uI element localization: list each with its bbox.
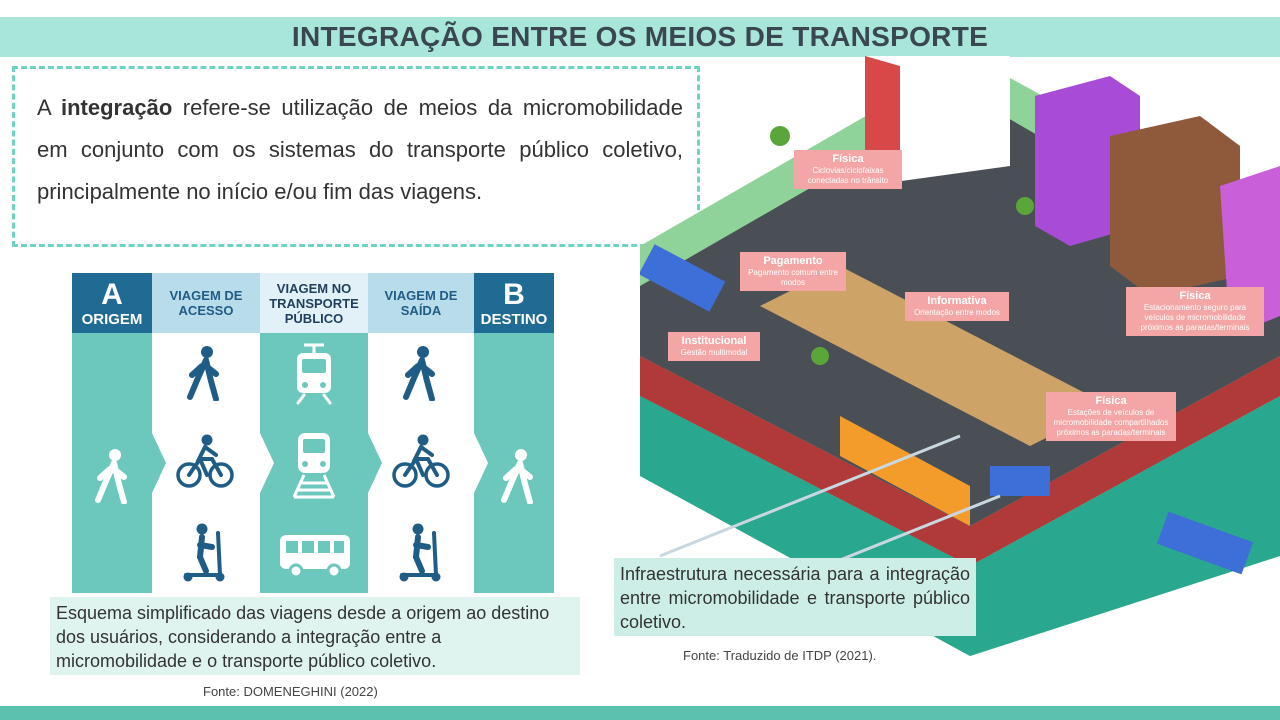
callout-physical-parking: Física Estacionamento seguro para veícul… [1126,287,1264,336]
callout-title: Física [832,153,864,165]
pedestrian-icon [501,449,533,504]
callout-title: Informativa [927,295,987,307]
diagram-source: Fonte: DOMENEGHINI (2022) [203,684,378,699]
pedestrian-icon [187,346,219,401]
title-band: INTEGRAÇÃO ENTRE OS MEIOS DE TRANSPORTE [0,17,1280,57]
column-transport-header: VIAGEM NO TRANSPORTE PÚBLICO [260,273,368,333]
tram-icon [296,343,332,405]
diagram-caption-text: Esquema simplificado das viagens desde a… [56,603,550,671]
definition-keyword: integração [61,95,173,120]
chevron-left-arrow [474,433,488,493]
diagram-caption: Esquema simplificado das viagens desde a… [50,597,580,675]
callout-text: Ciclovias/ciclofaixas conectadas no trân… [807,166,889,185]
column-exit-body [368,333,474,593]
callout-title: Física [1179,290,1211,302]
definition-box: A integração refere-se utilização de mei… [12,66,700,247]
column-destination: B DESTINO [474,273,554,593]
column-public-transport: VIAGEM NO TRANSPORTE PÚBLICO [260,273,368,593]
definition-text: A integração refere-se utilização de mei… [37,87,683,213]
bus-icon [280,535,350,579]
illustration-source: Fonte: Traduzido de ITDP (2021). [683,648,877,663]
definition-prefix: A [37,95,61,120]
chevron-left-arrow [368,433,382,493]
callout-text: Estações de veículos de micromobilidade … [1053,408,1169,437]
pedestrian-icon [403,346,435,401]
column-access-body [152,333,260,593]
callout-informative: Informativa Orientação entre modos [905,292,1009,321]
callout-title: Física [1095,395,1127,407]
column-access: VIAGEM DE ACESSO [152,273,260,593]
definition-rest: refere-se utilização de meios da micromo… [37,95,683,204]
chevron-left-arrow [152,433,166,493]
column-exit: VIAGEM DE SAÍDA [368,273,474,593]
pedestrian-icon [95,449,127,504]
illustration-caption: Infraestrutura necessária para a integra… [614,558,976,636]
scooter-icon [399,523,441,582]
column-origin: A ORIGEM [72,273,152,593]
callout-physical-bikeways: Física Ciclovias/ciclofaixas conectadas … [794,150,902,189]
train-icon [292,433,336,499]
callout-text: Pagamento comum entre modos [748,268,838,287]
column-origin-body [72,333,152,593]
column-destination-body [474,333,554,593]
callout-title: Institucional [681,335,747,347]
origin-letter: A [101,277,123,311]
column-transport-body [260,333,368,593]
callout-text: Gestão multimodal [680,348,748,357]
callout-title: Pagamento [763,255,823,267]
origin-label: ORIGEM [81,310,143,328]
page-title: INTEGRAÇÃO ENTRE OS MEIOS DE TRANSPORTE [291,21,989,52]
callout-text: Orientação entre modos [914,308,1000,317]
callout-payment: Pagamento Pagamento comum entre modos [740,252,846,291]
callout-physical-stations: Física Estações de veículos de micromobi… [1046,392,1176,441]
bicycle-icon [176,434,234,488]
column-origin-header: A ORIGEM [72,273,152,333]
bottom-band [0,706,1280,720]
callout-institutional: Institucional Gestão multimodal [668,332,760,361]
illustration-caption-text: Infraestrutura necessária para a integra… [620,564,970,632]
chevron-left-arrow [260,433,274,493]
destination-letter: B [503,277,525,311]
column-access-header: VIAGEM DE ACESSO [152,273,260,333]
scooter-icon [183,523,225,582]
destination-label: DESTINO [480,310,548,328]
bicycle-icon [392,434,450,488]
column-exit-header: VIAGEM DE SAÍDA [368,273,474,333]
column-destination-header: B DESTINO [474,273,554,333]
callout-text: Estacionamento seguro para veículos de m… [1140,303,1250,332]
